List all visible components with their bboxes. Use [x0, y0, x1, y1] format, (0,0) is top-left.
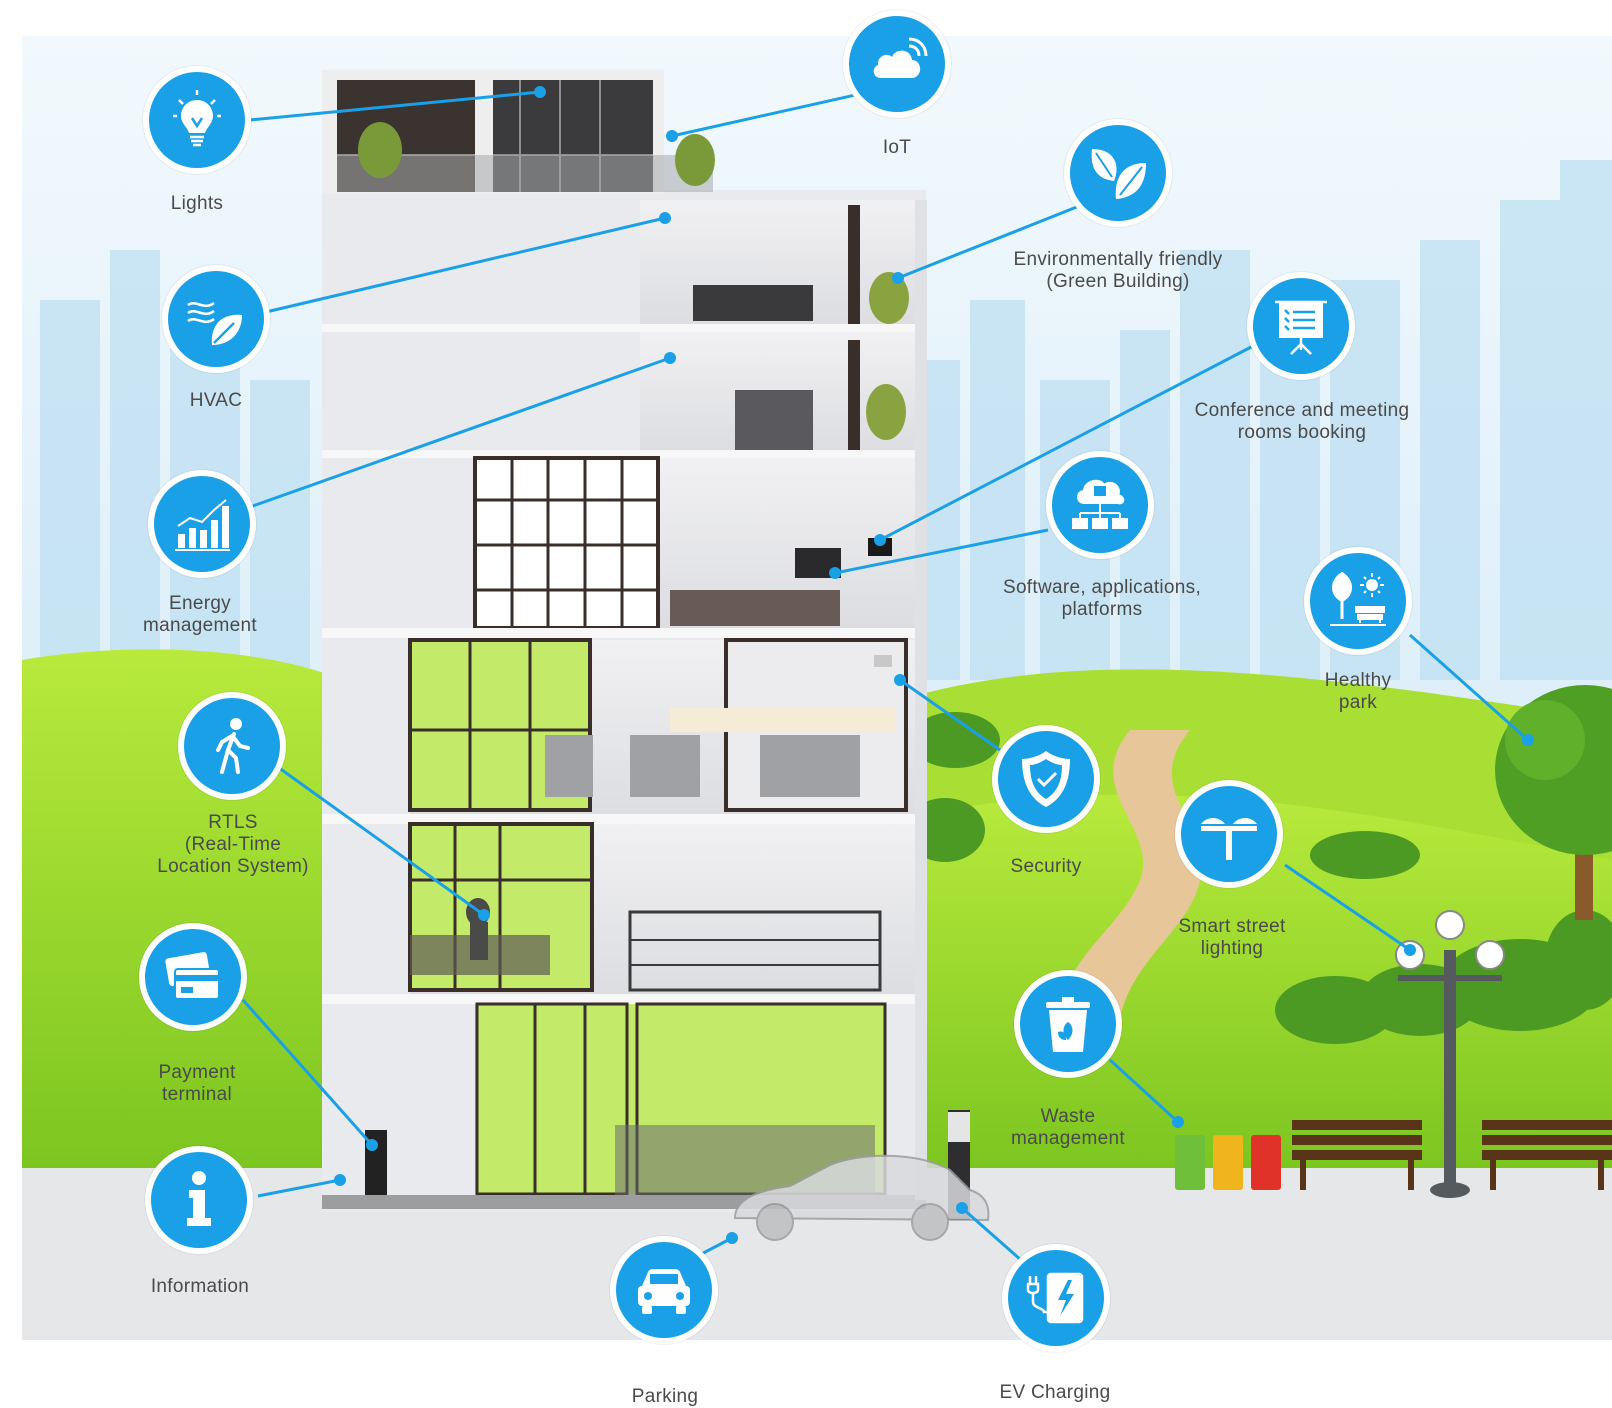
tree-sun-bench-icon: [1330, 571, 1386, 626]
label-information-text: Information: [150, 1276, 250, 1297]
label-information: Information: [130, 1276, 270, 1298]
label-security: Security: [996, 856, 1096, 878]
ev-charging-badge: [1002, 1244, 1110, 1352]
lightbulb-icon: [173, 90, 221, 147]
cloud-network-icon: [1072, 479, 1128, 529]
label-rtls-line2: (Real-Time: [184, 834, 282, 855]
conference-badge: [1247, 272, 1355, 380]
payment-badge: [139, 923, 247, 1031]
car-icon: [638, 1269, 690, 1314]
smart-lighting-badge: [1175, 780, 1283, 888]
label-rtls-line3: Location System): [157, 856, 309, 877]
healthy-park-badge: [1304, 547, 1412, 655]
park-path: [1060, 730, 1201, 1020]
label-iot: IoT: [850, 137, 944, 159]
green-building-badge: [1064, 119, 1172, 227]
label-lights-text: Lights: [170, 193, 224, 214]
label-payment-line2: terminal: [162, 1084, 232, 1105]
benches: [1292, 1120, 1612, 1190]
label-energy-line1: Energy: [168, 593, 231, 614]
info-icon: [187, 1171, 211, 1226]
label-green-line1: Environmentally friendly: [1013, 249, 1223, 270]
recycle-bin-icon: [1046, 997, 1090, 1052]
lights-badge: [143, 66, 251, 174]
label-parking-text: Parking: [631, 1386, 699, 1407]
label-healthy-line1: Healthy: [1324, 670, 1392, 691]
label-payment-line1: Payment: [158, 1062, 236, 1083]
street-lamp: [1395, 910, 1505, 1198]
label-software-line2: platforms: [1061, 599, 1143, 620]
security-badge: [992, 725, 1100, 833]
information-badge: [145, 1146, 253, 1254]
recycle-bins: [1175, 1135, 1281, 1190]
parked-car: [733, 1154, 990, 1241]
label-security-text: Security: [1010, 856, 1082, 877]
ev-charger-icon: [1026, 1272, 1084, 1324]
label-rtls-line1: RTLS: [208, 812, 258, 833]
credit-card-icon: [165, 952, 220, 1000]
waste-badge: [1014, 970, 1122, 1078]
cloud-icon: [873, 37, 928, 78]
label-conference-line2: rooms booking: [1237, 422, 1367, 443]
presentation-board-icon: [1275, 300, 1327, 355]
label-green-building: Environmentally friendly(Green Building): [980, 249, 1256, 293]
label-hvac: HVAC: [158, 390, 274, 412]
label-ev-text: EV Charging: [999, 1382, 1111, 1403]
building: [322, 70, 927, 1212]
label-healthy-line2: park: [1338, 692, 1378, 713]
shield-icon: [1022, 751, 1070, 807]
energy-badge: [148, 470, 256, 578]
label-waste-line2: management: [1011, 1128, 1125, 1149]
label-waste-line1: Waste: [1040, 1106, 1096, 1127]
label-lights: Lights: [133, 193, 261, 215]
iot-badge: [843, 10, 951, 118]
walking-person-icon: [216, 718, 250, 774]
label-street-line2: lighting: [1200, 938, 1264, 959]
label-ev-charging: EV Charging: [980, 1382, 1130, 1404]
software-badge: [1046, 451, 1154, 559]
city-skyline: [40, 160, 1612, 700]
label-green-line2: (Green Building): [1046, 271, 1190, 292]
label-parking: Parking: [610, 1386, 720, 1408]
park-tree: [1495, 685, 1612, 920]
label-conference-line1: Conference and meeting: [1194, 400, 1410, 421]
wind-leaf-icon: [187, 301, 242, 345]
label-iot-text: IoT: [882, 137, 912, 158]
label-software-line1: Software, applications,: [1002, 577, 1202, 598]
label-hvac-text: HVAC: [189, 390, 243, 411]
bar-chart-icon: [175, 499, 230, 551]
label-energy-line2: management: [143, 615, 257, 636]
label-street-line1: Smart street: [1178, 916, 1286, 937]
hvac-badge: [162, 265, 270, 373]
label-software: Software, applications,platforms: [975, 577, 1229, 621]
parking-badge: [610, 1236, 718, 1344]
connector-dots: [334, 86, 1534, 1244]
leaves-icon: [1091, 149, 1146, 199]
rtls-badge: [178, 692, 286, 800]
street-lamp-icon: [1201, 818, 1257, 860]
